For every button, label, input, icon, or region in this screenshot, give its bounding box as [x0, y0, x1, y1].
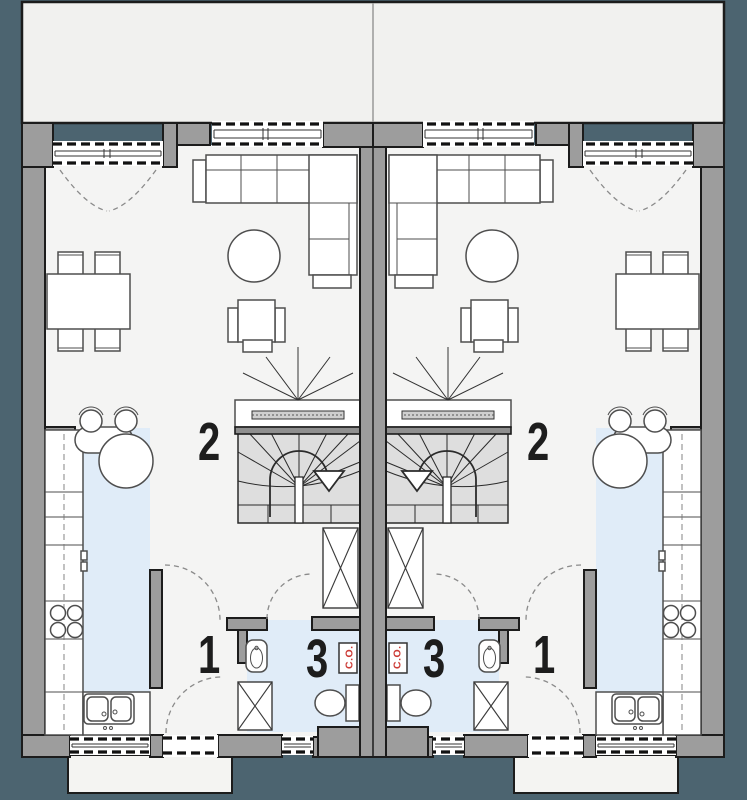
svg-text:2: 2: [198, 412, 220, 472]
svg-text:2: 2: [527, 412, 549, 472]
svg-text:1: 1: [533, 625, 555, 685]
svg-text:3: 3: [423, 629, 445, 689]
right-boiler-label: C.O.: [392, 645, 404, 669]
svg-text:1: 1: [198, 625, 220, 685]
svg-text:C.O.: C.O.: [392, 645, 404, 669]
left-boiler-label: C.O.: [344, 645, 356, 669]
svg-text:C.O.: C.O.: [344, 645, 356, 669]
left-hall-label: 1: [198, 625, 220, 685]
right-bathroom-label: 3: [423, 629, 445, 689]
party-wall: [359, 146, 387, 758]
left-bathroom-label: 3: [306, 629, 328, 689]
right-hall-label: 1: [533, 625, 555, 685]
right-living-room-label: 2: [527, 412, 549, 472]
svg-text:3: 3: [306, 629, 328, 689]
left-living-room-label: 2: [198, 412, 220, 472]
